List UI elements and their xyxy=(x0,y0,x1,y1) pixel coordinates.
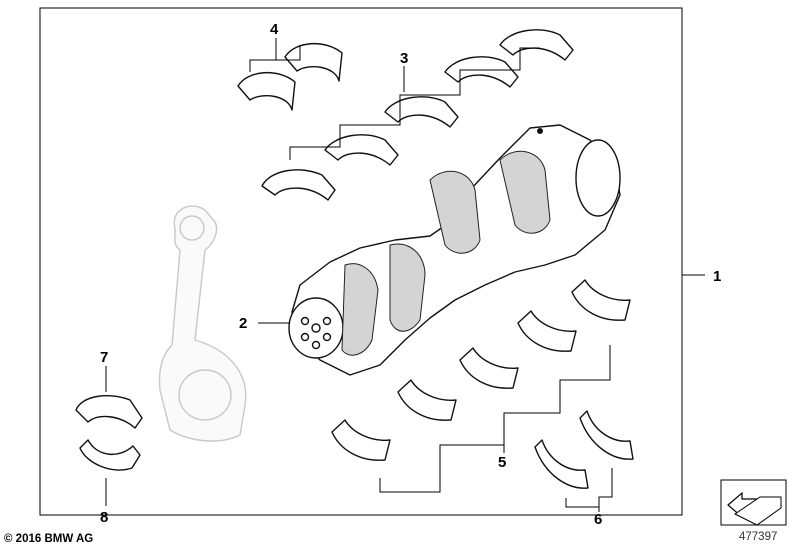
copyright-notice: © 2016 BMW AG xyxy=(4,533,94,545)
frame-outline xyxy=(39,7,683,516)
callout-5: 5 xyxy=(498,454,506,471)
callout-8: 8 xyxy=(100,509,108,526)
connecting-rod xyxy=(158,205,247,442)
diagram-part-number: 477397 xyxy=(739,531,778,543)
conrod-bearing-shells xyxy=(75,395,143,471)
callout-3: 3 xyxy=(400,50,408,67)
navigation-arrow-icon[interactable] xyxy=(720,479,787,526)
callout-7: 7 xyxy=(100,349,108,366)
callout-2: 2 xyxy=(239,315,247,332)
callout-6: 6 xyxy=(594,511,602,528)
callout-1: 1 xyxy=(713,268,721,285)
crankshaft xyxy=(288,124,621,376)
main-bearing-shells-lower xyxy=(331,279,631,461)
callout-4: 4 xyxy=(270,21,279,38)
thrust-washers xyxy=(534,410,634,489)
thrust-bearing-shells xyxy=(237,42,343,111)
main-bearing-shells-upper xyxy=(261,29,574,201)
